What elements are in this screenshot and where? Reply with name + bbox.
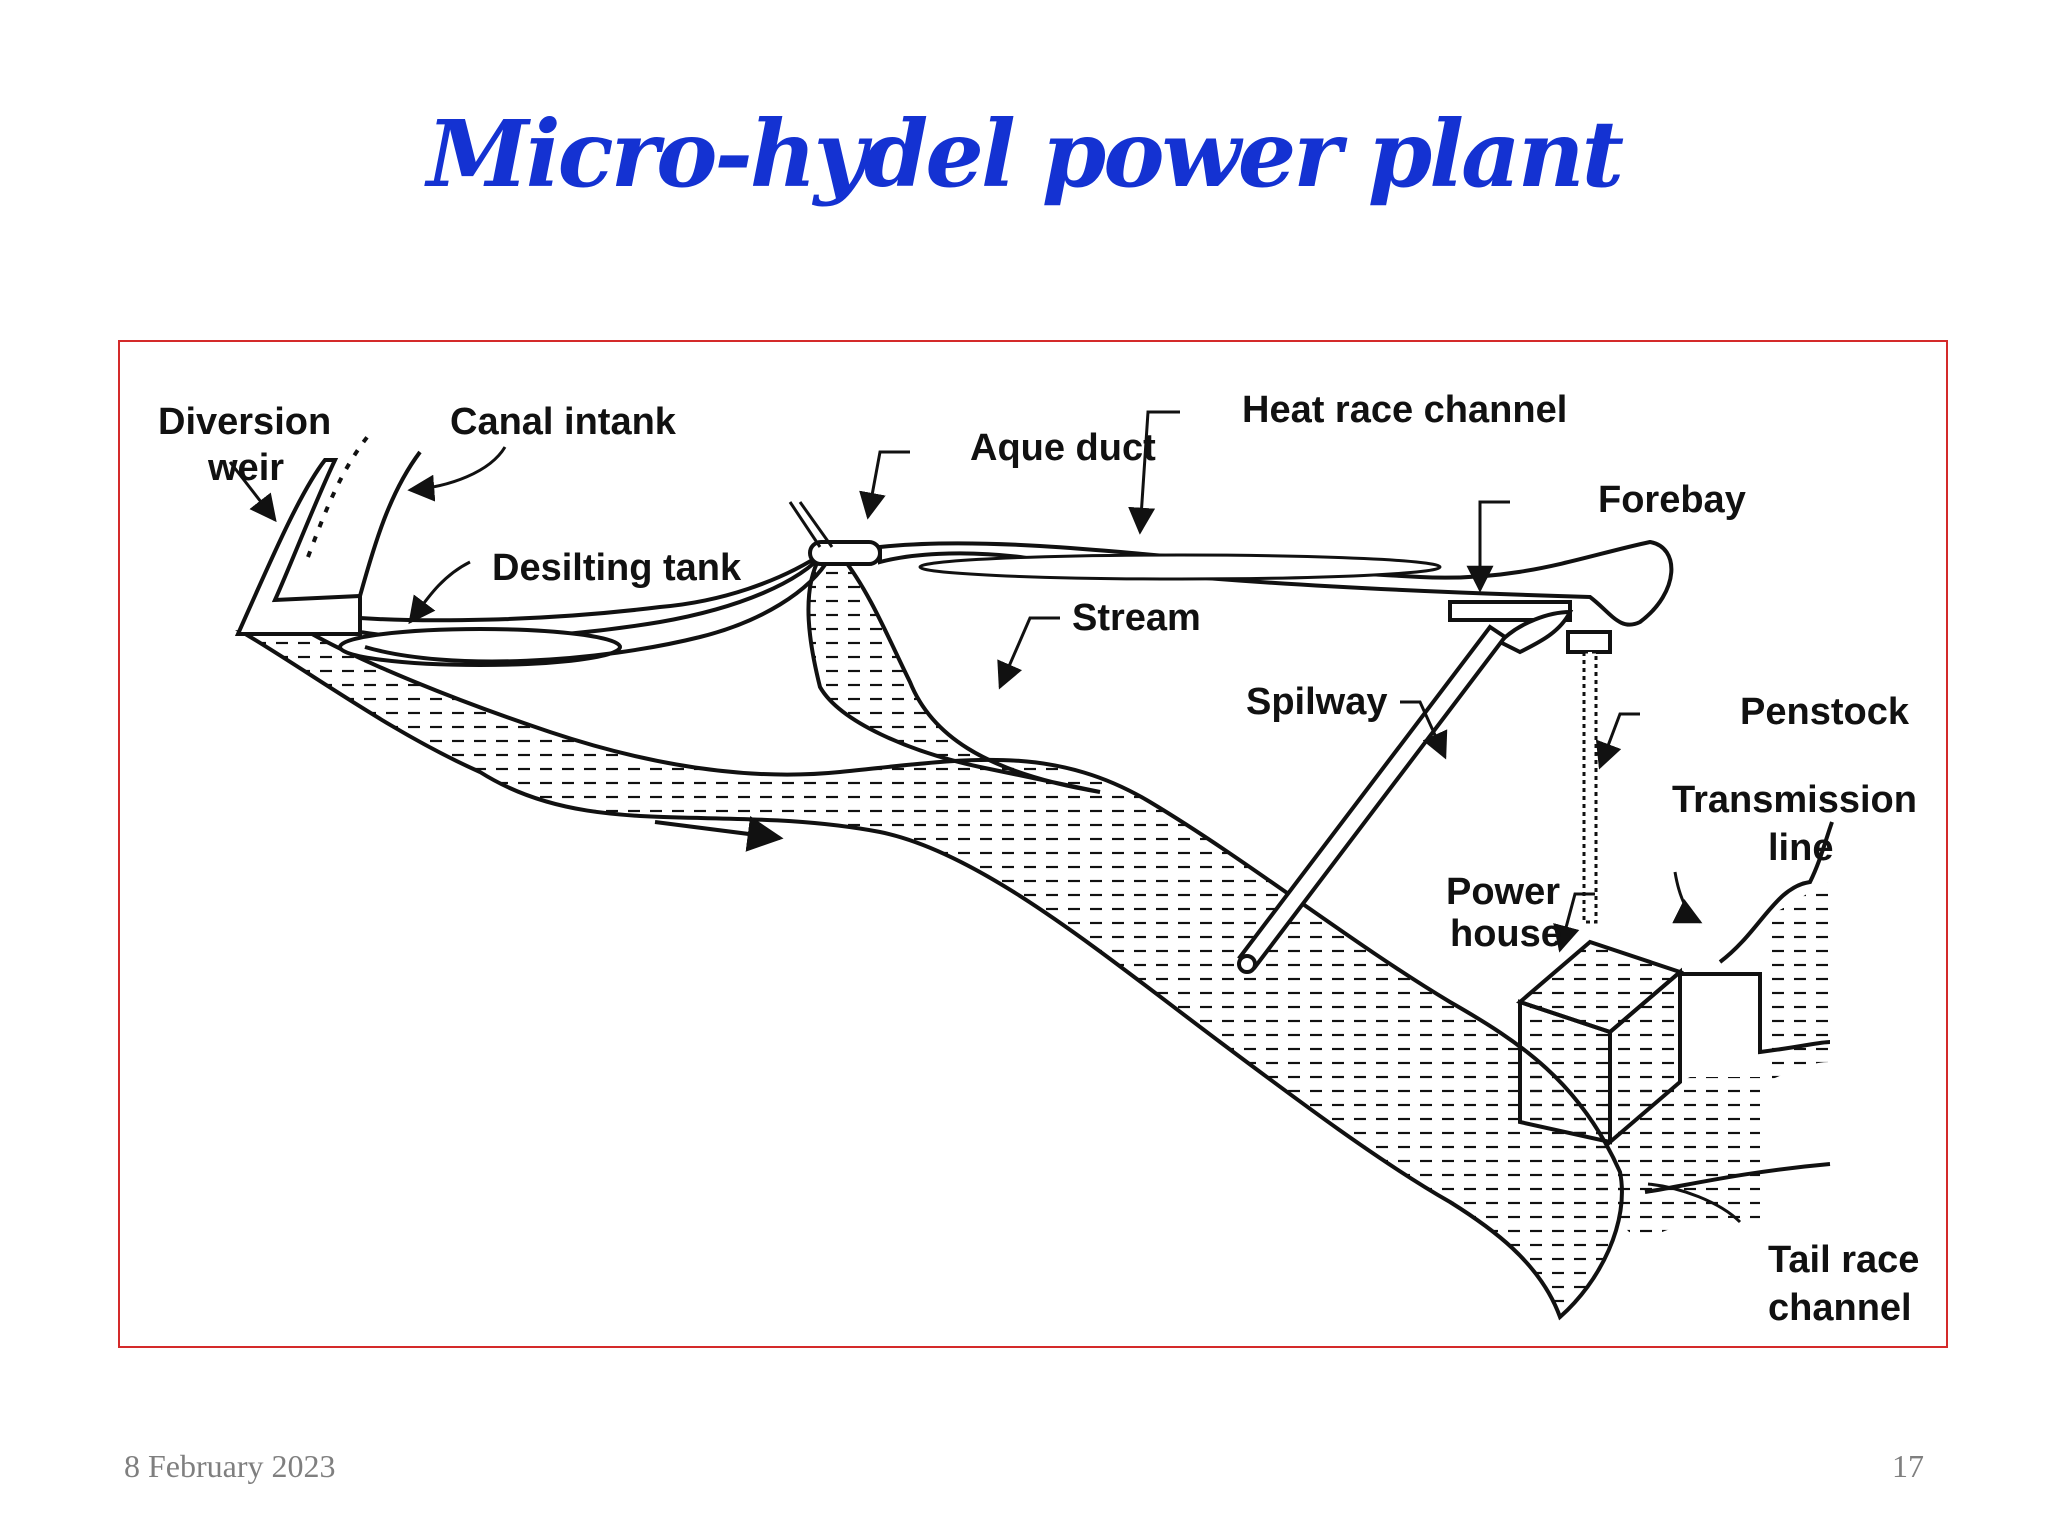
transmission-line [1718,821,1834,964]
label-spillway: Spilway [1246,681,1388,723]
label-tail-race-2: channel [1768,1287,1912,1329]
label-diversion-weir-2: weir [207,447,284,489]
label-head-race-channel: Heat race channel [1242,389,1567,431]
head-race-lower [364,556,832,664]
canal-intake-wall [358,450,422,597]
forebay-outlet [1496,609,1574,655]
label-tail-race-1: Tail race [1768,1239,1919,1281]
head-race-inner [918,553,1442,581]
label-power-house-1: Power [1446,871,1560,913]
penstock-valve [1566,630,1612,654]
weir-water-line [306,434,370,558]
label-power-house-2: house [1450,913,1562,955]
label-diversion-weir-1: Diversion [158,401,331,443]
label-transmission-line-1: Transmission [1672,779,1917,821]
label-penstock: Penstock [1740,691,1910,733]
page-number: 17 [1892,1448,1924,1484]
label-aqueduct: Aque duct [970,427,1156,469]
label-transmission-line-2: line [1768,827,1833,869]
micro-hydel-diagram: Diversion weir Canal intank Desilting ta… [158,389,1919,1329]
right-bank [1680,972,1831,1055]
footer-date: 8 February 2023 [124,1448,336,1484]
label-stream: Stream [1072,597,1201,639]
diagram-frame: Diversion weir Canal intank Desilting ta… [118,340,1948,1348]
penstock-pipe [1582,650,1598,924]
label-forebay: Forebay [1598,479,1746,521]
right-bank-water [1765,882,1830,1082]
diversion-weir [234,458,362,636]
tail-race-bank [1644,1162,1831,1194]
slide-title: Micro-hydel power plant [426,100,1624,208]
flow-arrow [654,816,784,852]
stream-channel [806,555,1101,794]
label-desilting-tank: Desilting tank [492,547,742,589]
label-canal-intake: Canal intank [450,401,677,443]
